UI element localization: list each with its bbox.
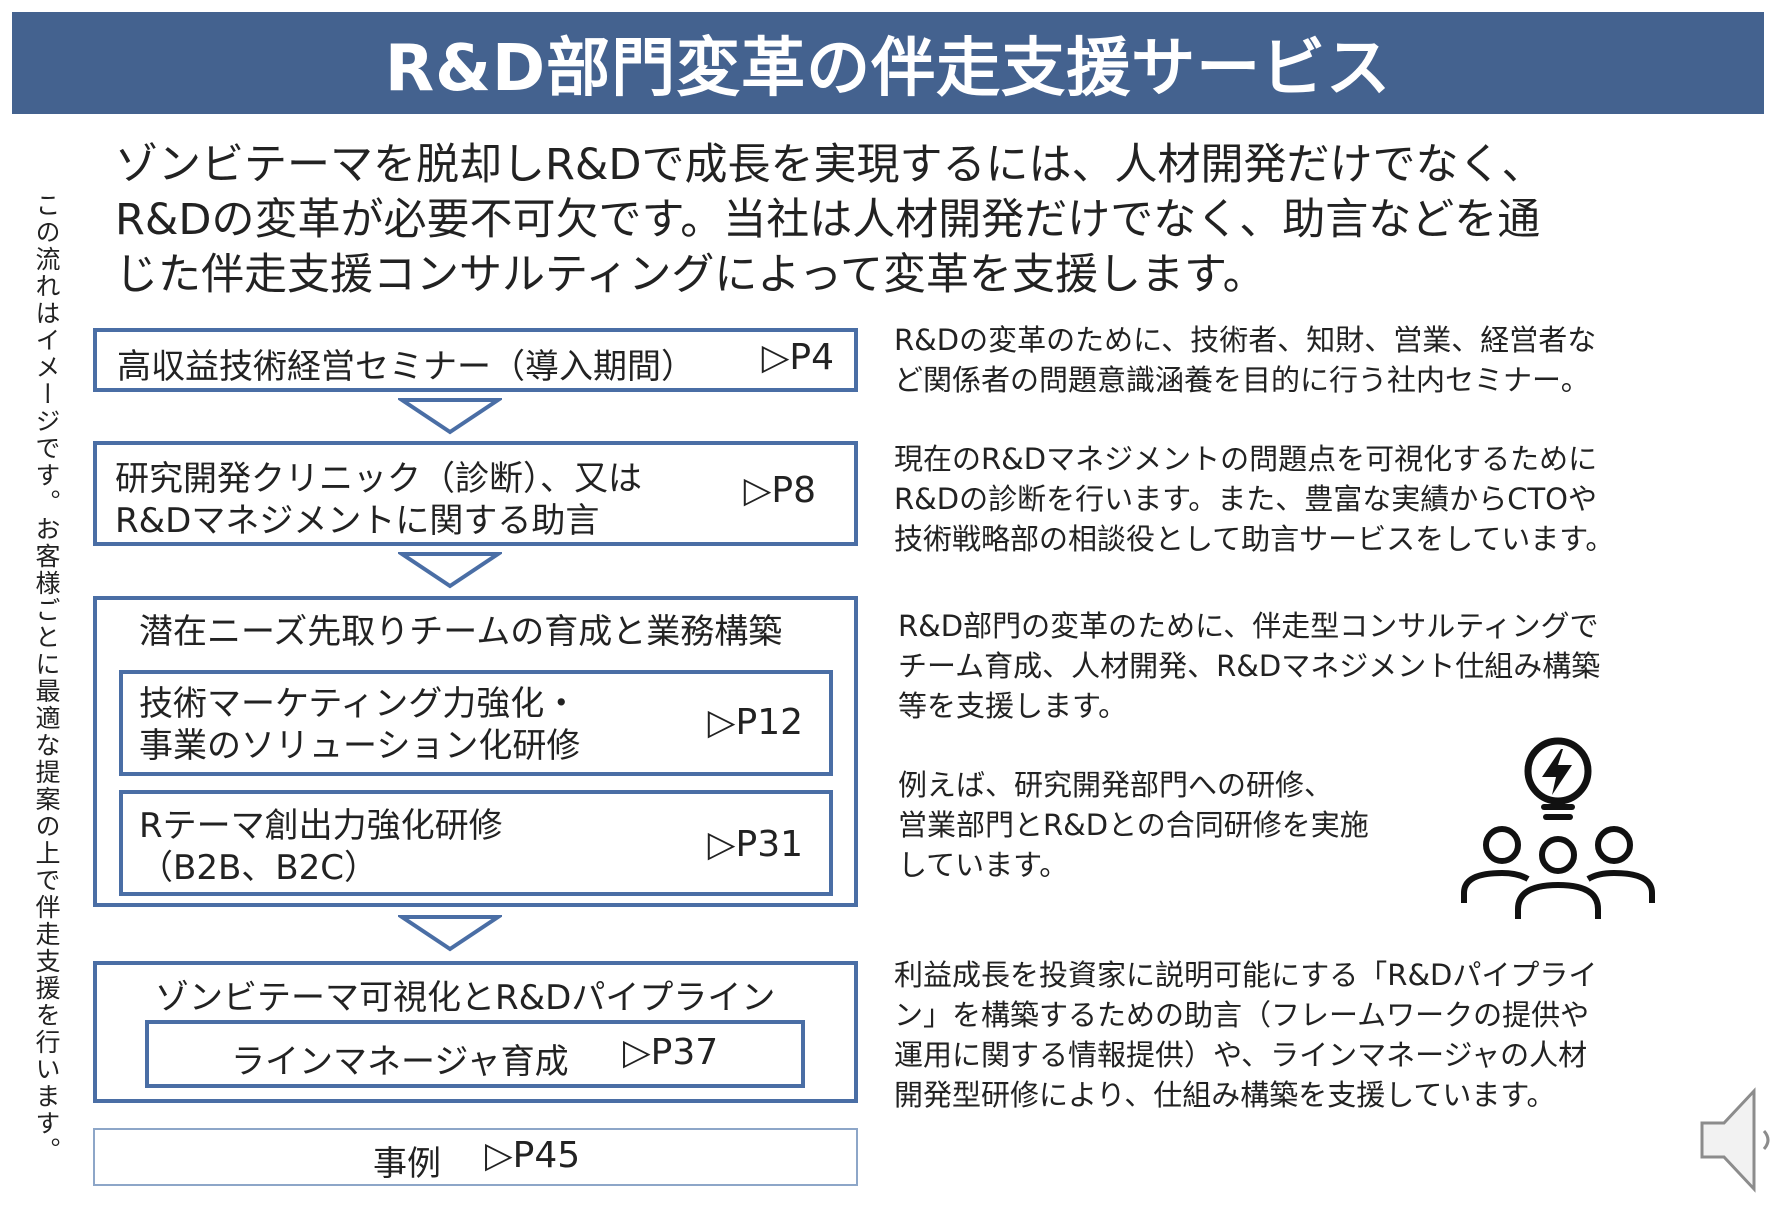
manager-label: ラインマネージャ育成 <box>231 1042 569 1082</box>
marketing-label-line2: 事業のソリューション化研修 <box>139 726 581 766</box>
team-header: 潜在ニーズ先取りチームの育成と業務構築 <box>139 612 783 652</box>
theme-training-box[interactable]: Rテーマ創出力強化研修 （B2B、B2C） ▷P31 <box>119 790 833 896</box>
speaker-icon[interactable] <box>1698 1085 1778 1195</box>
desc-line: R&Dの変革のために、技術者、知財、営業、経営者な <box>894 323 1597 357</box>
down-arrow-icon <box>398 552 502 589</box>
team-description: R&D部門の変革のために、伴走型コンサルティングで チーム育成、人材開発、R&D… <box>898 606 1600 726</box>
desc-line: チーム育成、人材開発、R&Dマネジメント仕組み構築 <box>898 649 1601 683</box>
marketing-label-line1: 技術マーケティング力強化・ <box>139 684 579 724</box>
intro-line: ゾンビテーマを脱却しR&Dで成長を実現するには、人材開発だけでなく、 <box>115 140 1545 190</box>
title-bar: R&D部門変革の伴走支援サービス <box>12 12 1764 114</box>
desc-line: しています。 <box>898 848 1069 882</box>
vertical-note: この流れはイメージです。お客様ごとに最適な提案の上で伴走支援を行います。 <box>32 192 61 1164</box>
seminar-box[interactable]: 高収益技術経営セミナー（導入期間） ▷P4 <box>93 328 858 392</box>
intro-line: じた伴走支援コンサルティングによって変革を支援します。 <box>115 250 1266 300</box>
page-title: R&D部門変革の伴走支援サービス <box>384 32 1392 106</box>
cases-box[interactable]: 事例 ▷P45 <box>93 1128 858 1186</box>
down-arrow-icon <box>398 398 502 435</box>
desc-line: ン」を構築するための助言（フレームワークの提供や <box>894 998 1590 1032</box>
desc-line: 営業部門とR&Dとの合同研修を実施 <box>898 808 1369 842</box>
pipeline-header: ゾンビテーマ可視化とR&Dパイプライン <box>155 978 776 1018</box>
clinic-label-line2: R&Dマネジメントに関する助言 <box>115 501 600 541</box>
desc-line: 例えば、研究開発部門への研修、 <box>898 768 1334 802</box>
desc-line: R&D部門の変革のために、伴走型コンサルティングで <box>898 609 1599 643</box>
desc-line: 等を支援します。 <box>898 689 1128 723</box>
manager-training-box[interactable]: ラインマネージャ育成 ▷P37 <box>145 1020 805 1088</box>
desc-line: ど関係者の問題意識涵養を目的に行う社内セミナー。 <box>894 363 1590 397</box>
desc-line: 運用に関する情報提供）や、ラインマネージャの人材 <box>894 1038 1588 1072</box>
marketing-page-link[interactable]: ▷P12 <box>707 702 803 743</box>
seminar-label: 高収益技術経営セミナー（導入期間） <box>117 347 695 387</box>
desc-line: 開発型研修により、仕組み構築を支援しています。 <box>894 1078 1556 1112</box>
theme-page-link[interactable]: ▷P31 <box>707 824 803 865</box>
seminar-description: R&Dの変革のために、技術者、知財、営業、経営者な ど関係者の問題意識涵養を目的… <box>894 320 1596 400</box>
lightbulb-team-icon <box>1461 737 1655 919</box>
down-arrow-icon <box>398 915 502 952</box>
clinic-page-link[interactable]: ▷P8 <box>743 470 816 511</box>
desc-line: 技術戦略部の相談役として助言サービスをしています。 <box>894 522 1615 556</box>
clinic-label-line1: 研究開発クリニック（診断）、又は <box>115 459 642 499</box>
seminar-page-link[interactable]: ▷P4 <box>761 337 834 378</box>
theme-label-line1: Rテーマ創出力強化研修 <box>139 806 503 846</box>
cases-label: 事例 <box>373 1144 441 1184</box>
desc-line: R&Dの診断を行います。また、豊富な実績からCTOや <box>894 482 1597 516</box>
cases-page-link[interactable]: ▷P45 <box>485 1135 581 1176</box>
clinic-description: 現在のR&Dマネジメントの問題点を可視化するために R&Dの診断を行います。また… <box>894 439 1614 559</box>
desc-line: 現在のR&Dマネジメントの問題点を可視化するために <box>894 442 1598 476</box>
manager-page-link[interactable]: ▷P37 <box>623 1032 719 1073</box>
theme-label-line2: （B2B、B2C） <box>139 848 378 888</box>
marketing-training-box[interactable]: 技術マーケティング力強化・ 事業のソリューション化研修 ▷P12 <box>119 670 833 776</box>
pipeline-description: 利益成長を投資家に説明可能にする「R&Dパイプライ ン」を構築するための助言（フ… <box>894 955 1597 1115</box>
desc-line: 利益成長を投資家に説明可能にする「R&Dパイプライ <box>894 958 1598 992</box>
clinic-box[interactable]: 研究開発クリニック（診断）、又は R&Dマネジメントに関する助言 ▷P8 <box>93 441 858 546</box>
intro-paragraph: ゾンビテーマを脱却しR&Dで成長を実現するには、人材開発だけでなく、 R&Dの変… <box>115 138 1675 303</box>
team-example-description: 例えば、研究開発部門への研修、 営業部門とR&Dとの合同研修を実施 しています。 <box>898 765 1369 885</box>
intro-line: R&Dの変革が必要不可欠です。当社は人材開発だけでなく、助言などを通 <box>115 195 1541 245</box>
